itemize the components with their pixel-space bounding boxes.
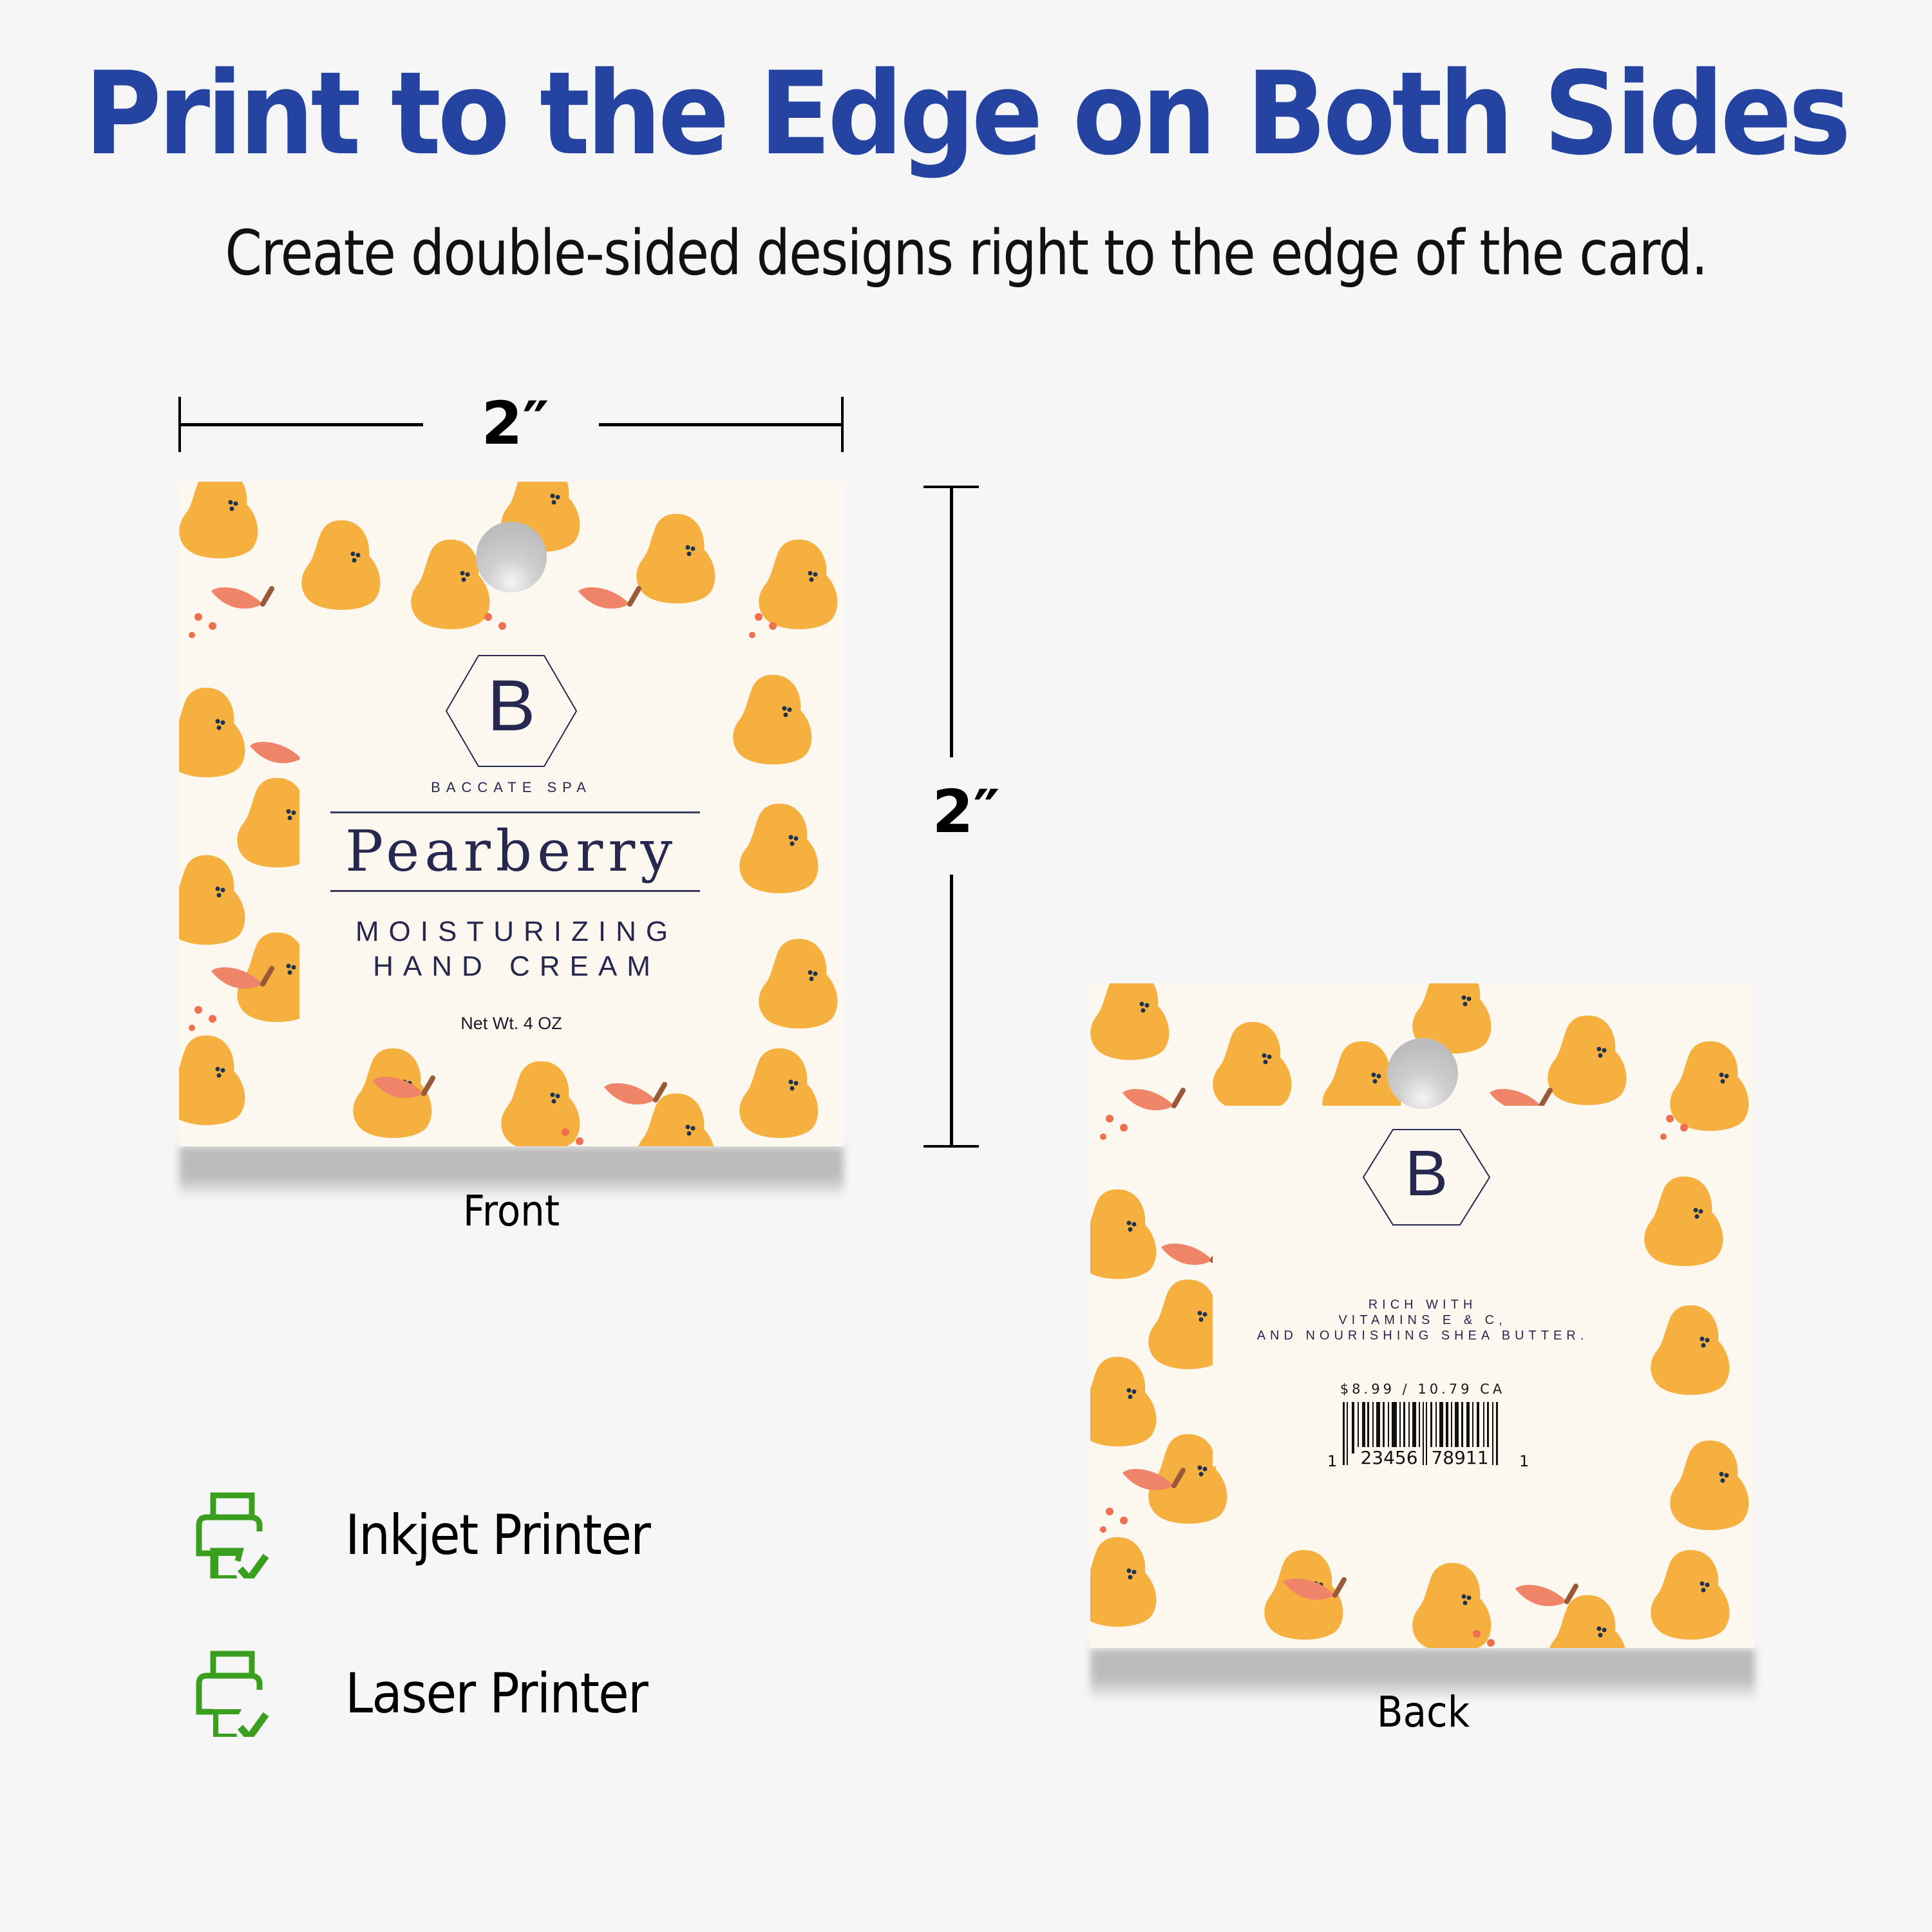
product-type-line2: HAND CREAM <box>373 951 660 982</box>
bottom-rule <box>330 890 700 892</box>
product-name: Pearberry <box>345 818 678 884</box>
back-card: B RICH WITH VITAMINS E & C, AND NOURISHI… <box>1090 983 1755 1648</box>
dim-line-left <box>178 423 423 426</box>
back-card-shadow <box>1090 1649 1755 1700</box>
brand-name: BACCATE SPA <box>431 779 592 795</box>
front-card-shadow <box>179 1146 844 1198</box>
width-label: 2″ <box>481 389 549 458</box>
dim-line-bottom <box>950 875 953 1146</box>
hang-hole <box>476 522 547 592</box>
compat-item-laser: Laser Printer <box>178 1650 681 1737</box>
dim-tick-bottom <box>923 1145 979 1148</box>
back-caption: Back <box>1376 1687 1470 1737</box>
description-line3: AND NOURISHING SHEA BUTTER. <box>1256 1329 1589 1343</box>
front-logo-letter: B <box>487 665 536 746</box>
barcode-digits-b: 78911 <box>1428 1447 1492 1468</box>
dim-line-top <box>950 487 953 757</box>
back-logo-letter: B <box>1405 1137 1448 1209</box>
page-title: Print to the Edge on Both Sides <box>84 47 1851 180</box>
product-type-line1: MOISTURIZING <box>355 916 678 947</box>
compat-label-laser: Laser Printer <box>345 1661 649 1726</box>
barcode-right-digit: 1 <box>1519 1452 1530 1470</box>
front-caption: Front <box>462 1186 560 1236</box>
height-label: 2″ <box>932 777 1000 846</box>
hexagon-logo-icon <box>1362 1129 1491 1226</box>
hang-hole <box>1387 1038 1458 1109</box>
price: $8.99 / 10.79 CA <box>1340 1381 1506 1397</box>
barcode <box>1343 1402 1498 1465</box>
compat-item-inkjet: Inkjet Printer <box>178 1492 684 1578</box>
printer-check-icon <box>196 1651 269 1737</box>
front-text-panel <box>299 630 724 1048</box>
hexagon-logo-icon <box>445 655 578 767</box>
barcode-left-digit: 1 <box>1327 1452 1338 1470</box>
barcode-digits-a: 23456 <box>1357 1447 1421 1468</box>
description-line1: RICH WITH <box>1368 1298 1477 1312</box>
net-weight: Net Wt. 4 OZ <box>460 1014 562 1033</box>
description-line2: VITAMINS E & C, <box>1338 1313 1507 1327</box>
page-subtitle: Create double-sided designs right to the… <box>225 217 1708 289</box>
front-card: B BACCATE SPA Pearberry MOISTURIZING HAN… <box>179 482 844 1146</box>
dim-line-right <box>599 423 844 426</box>
printer-check-icon <box>196 1492 269 1578</box>
compat-label-inkjet: Inkjet Printer <box>345 1502 651 1567</box>
dim-tick-right <box>841 397 844 452</box>
top-rule <box>330 811 700 813</box>
